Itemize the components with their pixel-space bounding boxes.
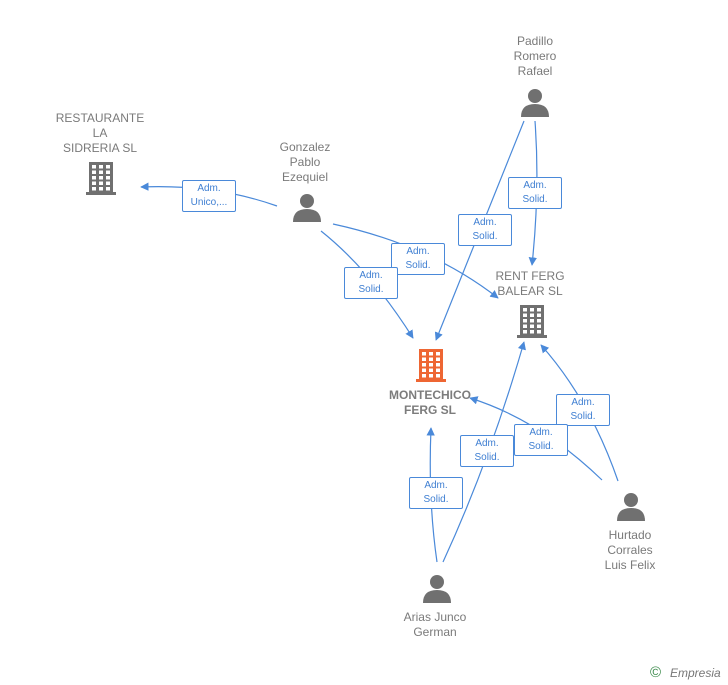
label-line: Luis Felix — [604, 558, 656, 572]
building-icon-rentferg[interactable] — [517, 305, 547, 338]
badge-line: Solid. — [522, 194, 548, 205]
badge-line: Solid. — [358, 284, 384, 295]
copyright-symbol: © — [650, 664, 662, 681]
badge-line: Solid. — [474, 452, 500, 463]
edge-label-padillo-montechico[interactable]: Adm. Solid. — [458, 214, 512, 246]
badge-line: Adm. — [197, 183, 221, 194]
footer-brand: © Empresia — [650, 664, 728, 684]
person-icon-arias[interactable] — [423, 575, 451, 603]
badge-line: Solid. — [405, 260, 431, 271]
label-line: Arias Junco — [403, 610, 467, 624]
label-line: MONTECHICO — [389, 388, 471, 402]
badge-line: Adm. — [571, 397, 595, 408]
building-icon-montechico[interactable] — [416, 349, 446, 382]
badge-line: Adm. — [475, 438, 499, 449]
badge-line: Adm. — [406, 246, 430, 257]
label-line: Gonzalez — [279, 140, 331, 154]
label-line: RESTAURANTE — [55, 111, 145, 125]
badge-line: Solid. — [472, 231, 498, 242]
label-line: BALEAR SL — [497, 284, 563, 298]
person-icon-hurtado[interactable] — [617, 493, 645, 521]
label-line: German — [413, 625, 457, 639]
edge-label-padillo-rentferg[interactable]: Adm. Solid. — [508, 177, 562, 209]
edge-label-gonzalez-rentferg[interactable]: Adm. Solid. — [391, 243, 445, 275]
edge-label-arias-montechico[interactable]: Adm. Solid. — [409, 477, 463, 509]
edge-label-arias-rentferg[interactable]: Adm. Solid. — [460, 435, 514, 467]
label-line: Pablo — [289, 155, 321, 169]
person-icon-padillo[interactable] — [521, 89, 549, 117]
brand-name: Empresia — [670, 666, 721, 680]
edge-label-hurtado-rentferg[interactable]: Adm. Solid. — [556, 394, 610, 426]
label-line: Romero — [513, 49, 557, 63]
badge-line: Unico,... — [190, 197, 228, 208]
label-line: RENT FERG — [495, 269, 565, 283]
edge-label-gonzalez-restaurante[interactable]: Adm. Unico,... — [182, 180, 236, 212]
label-line: Corrales — [607, 543, 653, 557]
label-line: SIDRERIA SL — [62, 141, 138, 155]
badge-line: Adm. — [424, 480, 448, 491]
badge-line: Adm. — [529, 427, 553, 438]
label-line: Padillo — [516, 34, 554, 48]
edge-label-gonzalez-montechico[interactable]: Adm. Solid. — [344, 267, 398, 299]
person-icon-gonzalez[interactable] — [293, 194, 321, 222]
badge-line: Solid. — [528, 441, 554, 452]
badge-line: Adm. — [473, 217, 497, 228]
building-icon-restaurante[interactable] — [86, 162, 116, 195]
badge-line: Adm. — [359, 270, 383, 281]
badge-line: Solid. — [570, 411, 596, 422]
label-line: Rafael — [517, 64, 553, 78]
badge-line: Adm. — [523, 180, 547, 191]
badge-line: Solid. — [423, 494, 449, 505]
label-line: Ezequiel — [281, 170, 329, 184]
label-line: Hurtado — [608, 528, 652, 542]
label-line: LA — [92, 126, 108, 140]
edge-label-hurtado-montechico[interactable]: Adm. Solid. — [514, 424, 568, 456]
label-line: FERG SL — [403, 403, 456, 417]
